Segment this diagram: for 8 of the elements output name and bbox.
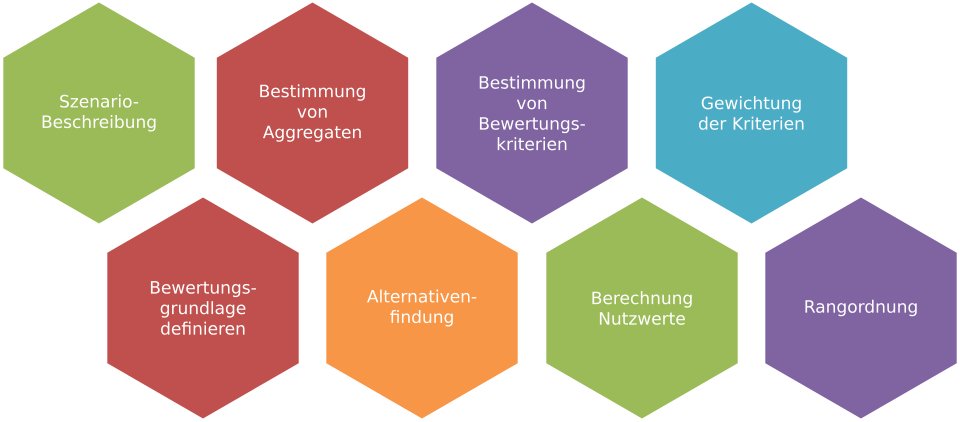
step-hexagon: Alternativen-findung — [326, 198, 518, 418]
step-hexagon: Rangordnung — [765, 198, 957, 418]
step-hexagon: Berechnung Nutzwerte — [546, 198, 738, 418]
step-hexagon: Bestimmung von Bewertungs-kriterien — [436, 2, 628, 224]
step-hexagon: Bestimmung von Aggregaten — [216, 2, 408, 224]
step-hexagon: Bewertungs-grundlage definieren — [107, 198, 299, 418]
step-hexagon: Gewichtung der Kriterien — [656, 2, 848, 224]
step-hexagon: Szenario-Beschreibung — [3, 2, 195, 224]
